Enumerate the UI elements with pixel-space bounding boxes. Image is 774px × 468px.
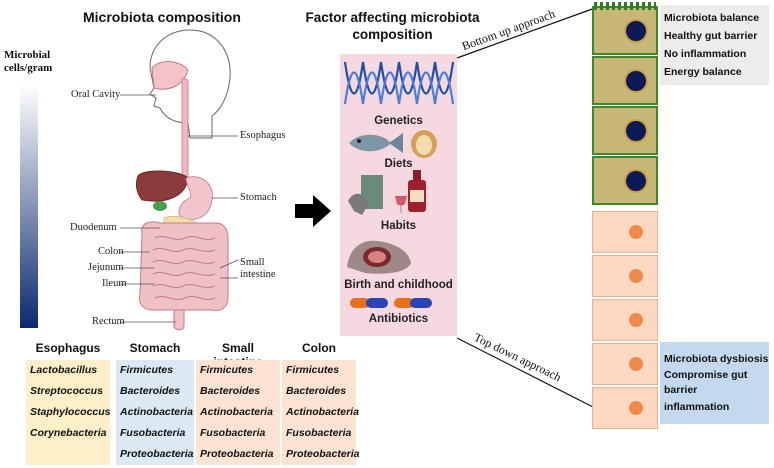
factors-title-line2: composition	[352, 27, 433, 42]
col-header-colon: Colon	[302, 341, 336, 355]
bacteria-item: Firmicutes	[200, 364, 254, 376]
healthy-item: Microbiota balance	[664, 12, 760, 24]
bacteria-item: Corynebacteria	[30, 427, 107, 439]
bacteria-item: Firmicutes	[286, 364, 340, 376]
dysbiosis-item: barrier	[664, 384, 698, 396]
col-stomach: Firmicutes Bacteroides Actinobacteria Fu…	[116, 360, 194, 465]
factor-birth-and-childhood: Birth and childhood	[344, 279, 453, 291]
col-colon: Firmicutes Bacteroides Actinobacteria Fu…	[282, 360, 360, 465]
label-duodenum: Duodenum	[70, 222, 117, 233]
label-ileum: Ileum	[102, 278, 127, 289]
bacteria-item: Bacteroides	[200, 385, 261, 397]
label-jejunum: Jejunum	[88, 262, 124, 273]
dysbiosis-outcomes-box: Microbiota dysbiosis Compromise gut barr…	[660, 342, 769, 424]
label-esophagus: Esophagus	[240, 130, 286, 141]
label-small-intestine-line1: Small	[240, 257, 265, 268]
healthy-outcomes-box: Microbiota balance Healthy gut barrier N…	[660, 5, 769, 85]
bacteria-item: Actinobacteria	[120, 406, 193, 418]
healthy-item: Energy balance	[664, 66, 742, 78]
microbial-density-gradient-bar	[20, 84, 38, 328]
healthy-cell	[592, 2, 658, 55]
col-header-stomach: Stomach	[129, 341, 181, 355]
label-small-intestine: Small intestine	[240, 257, 276, 281]
bacteria-item: Proteobacteria	[200, 448, 274, 460]
bacteria-item: Actinobacteria	[200, 406, 273, 418]
factor-antibiotics: Antibiotics	[368, 313, 429, 325]
gradient-label-line1: Microbial	[4, 49, 51, 61]
factors-title: Factor affecting microbiota composition	[305, 9, 480, 43]
smoking-habit-icon	[348, 175, 383, 215]
col-small-intestine: Firmicutes Bacteroides Actinobacteria Fu…	[196, 360, 280, 465]
antibiotics-pills-icon	[350, 298, 432, 308]
label-rectum: Rectum	[92, 316, 125, 327]
approach-connector-lines	[456, 7, 596, 409]
birth-illustration-icon	[347, 240, 411, 274]
microbiota-composition-title: Microbiota composition	[83, 9, 241, 25]
right-arrow-icon	[295, 195, 331, 227]
bacteria-item: Bacteroides	[120, 385, 181, 397]
bacteria-item: Fusobacteria	[200, 427, 266, 439]
bread-icon	[411, 130, 437, 158]
bacteria-item: Staphylococcus	[30, 406, 111, 418]
epithelial-cell-column	[592, 2, 658, 429]
healthy-cell	[592, 56, 658, 105]
dna-helix-icon	[343, 61, 455, 105]
col-esophagus: Lactobacillus Streptococcus Staphylococc…	[26, 360, 111, 465]
dysbiosis-item: Compromise gut	[664, 369, 748, 381]
bacteria-item: Streptococcus	[30, 385, 103, 397]
factor-habits: Habits	[380, 220, 417, 232]
label-small-intestine-line2: intestine	[240, 269, 276, 280]
healthy-cell	[592, 156, 658, 205]
bacteria-item: Lactobacillus	[30, 364, 98, 376]
bacteria-item: Proteobacteria	[286, 448, 360, 460]
dysbiosis-item: Microbiota dysbiosis	[664, 353, 769, 365]
bacteria-item: Fusobacteria	[286, 427, 352, 439]
healthy-item: Healthy gut barrier	[664, 30, 758, 42]
bacteria-item: Bacteroides	[286, 385, 347, 397]
fish-icon	[349, 133, 403, 153]
dysbiosis-item: inflammation	[664, 401, 730, 413]
bacteria-item: Proteobacteria	[120, 448, 194, 460]
damaged-cell	[592, 255, 658, 297]
col-header-esophagus: Esophagus	[35, 341, 101, 355]
factor-genetics: Genetics	[374, 115, 423, 127]
bacteria-item: Firmicutes	[120, 364, 174, 376]
factor-diets: Diets	[384, 158, 413, 170]
alcohol-icon	[395, 170, 426, 213]
factors-title-line1: Factor affecting microbiota	[305, 10, 480, 25]
bacteria-item: Fusobacteria	[120, 427, 186, 439]
damaged-cell	[592, 387, 658, 429]
healthy-cell	[592, 106, 658, 155]
bacteria-item: Actinobacteria	[286, 406, 359, 418]
healthy-item: No inflammation	[664, 48, 747, 60]
label-stomach: Stomach	[240, 192, 277, 203]
label-oral-cavity: Oral Cavity	[71, 89, 121, 100]
human-digestive-system-illustration	[120, 29, 239, 331]
damaged-cell	[592, 299, 658, 341]
damaged-cell	[592, 343, 658, 385]
gradient-label-line2: cells/gram	[4, 62, 53, 74]
gradient-label: Microbial cells/gram	[4, 49, 53, 75]
label-colon: Colon	[98, 246, 124, 257]
damaged-cell	[592, 211, 658, 253]
